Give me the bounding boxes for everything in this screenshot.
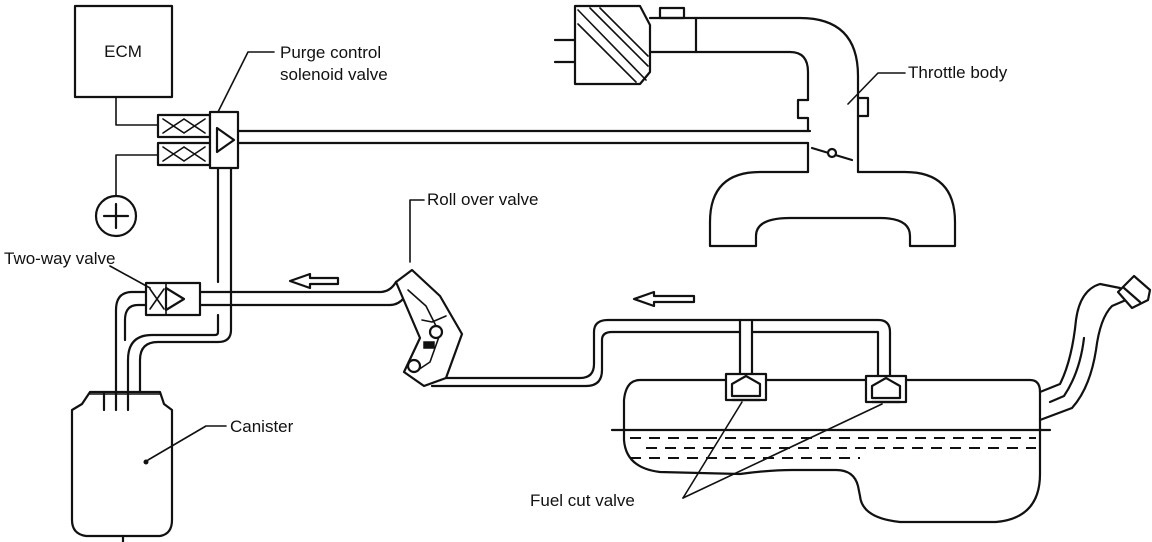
- tank-vent-line-upper: [444, 318, 892, 380]
- fuel-cut-valve-right: [864, 374, 908, 404]
- tank-vent-line-mid-b: [738, 318, 754, 334]
- canister: [70, 390, 174, 542]
- fuel-cut-valve-leader-right: [682, 403, 883, 499]
- throttle-body: [553, 4, 957, 248]
- canister-label: Canister: [230, 417, 294, 436]
- flow-arrow-left-icon-2: [632, 290, 696, 308]
- purge-to-canister-line-b: [138, 166, 233, 394]
- ecm-unit: ECM: [73, 4, 174, 99]
- two-way-valve-leader: [109, 265, 151, 289]
- purge-valve-leader: [217, 51, 275, 113]
- fuel-cut-valve-left: [724, 372, 768, 402]
- ecm-label: ECM: [104, 42, 142, 61]
- fuel-cut-valve-label: Fuel cut valve: [530, 491, 635, 510]
- two-way-to-canister-tube: [114, 290, 148, 394]
- flow-arrow-left-icon: [288, 272, 340, 290]
- battery-wire: [115, 154, 159, 199]
- tank-vent-line-lower: [430, 330, 742, 388]
- throttle-body-label: Throttle body: [908, 63, 1008, 82]
- power-supply-icon: [94, 194, 138, 238]
- throttle-body-leader: [847, 72, 906, 105]
- roll-over-valve-label: Roll over valve: [427, 190, 539, 209]
- purge-to-canister-line-c: [126, 313, 220, 394]
- fuel-tank: [610, 378, 1052, 524]
- purge-control-solenoid-valve: [156, 110, 240, 170]
- roll-over-valve: [394, 268, 464, 388]
- roll-over-valve-leader: [409, 199, 425, 263]
- vapor-line-upper: [198, 280, 398, 294]
- tank-vent-line-mid-a: [750, 330, 880, 378]
- fuel-filler-neck: [1038, 274, 1152, 422]
- canister-leader: [147, 425, 227, 461]
- fuel-cut-valve-leader-left: [682, 401, 743, 499]
- two-way-valve: [144, 281, 202, 317]
- two-way-valve-label: Two-way valve: [4, 249, 115, 268]
- ecm-wire: [115, 96, 159, 126]
- two-way-to-canister-tube-b: [123, 303, 148, 342]
- purge-valve-label-line1: Purge control: [280, 43, 381, 62]
- purge-valve-label-line2: solenoid valve: [280, 65, 388, 84]
